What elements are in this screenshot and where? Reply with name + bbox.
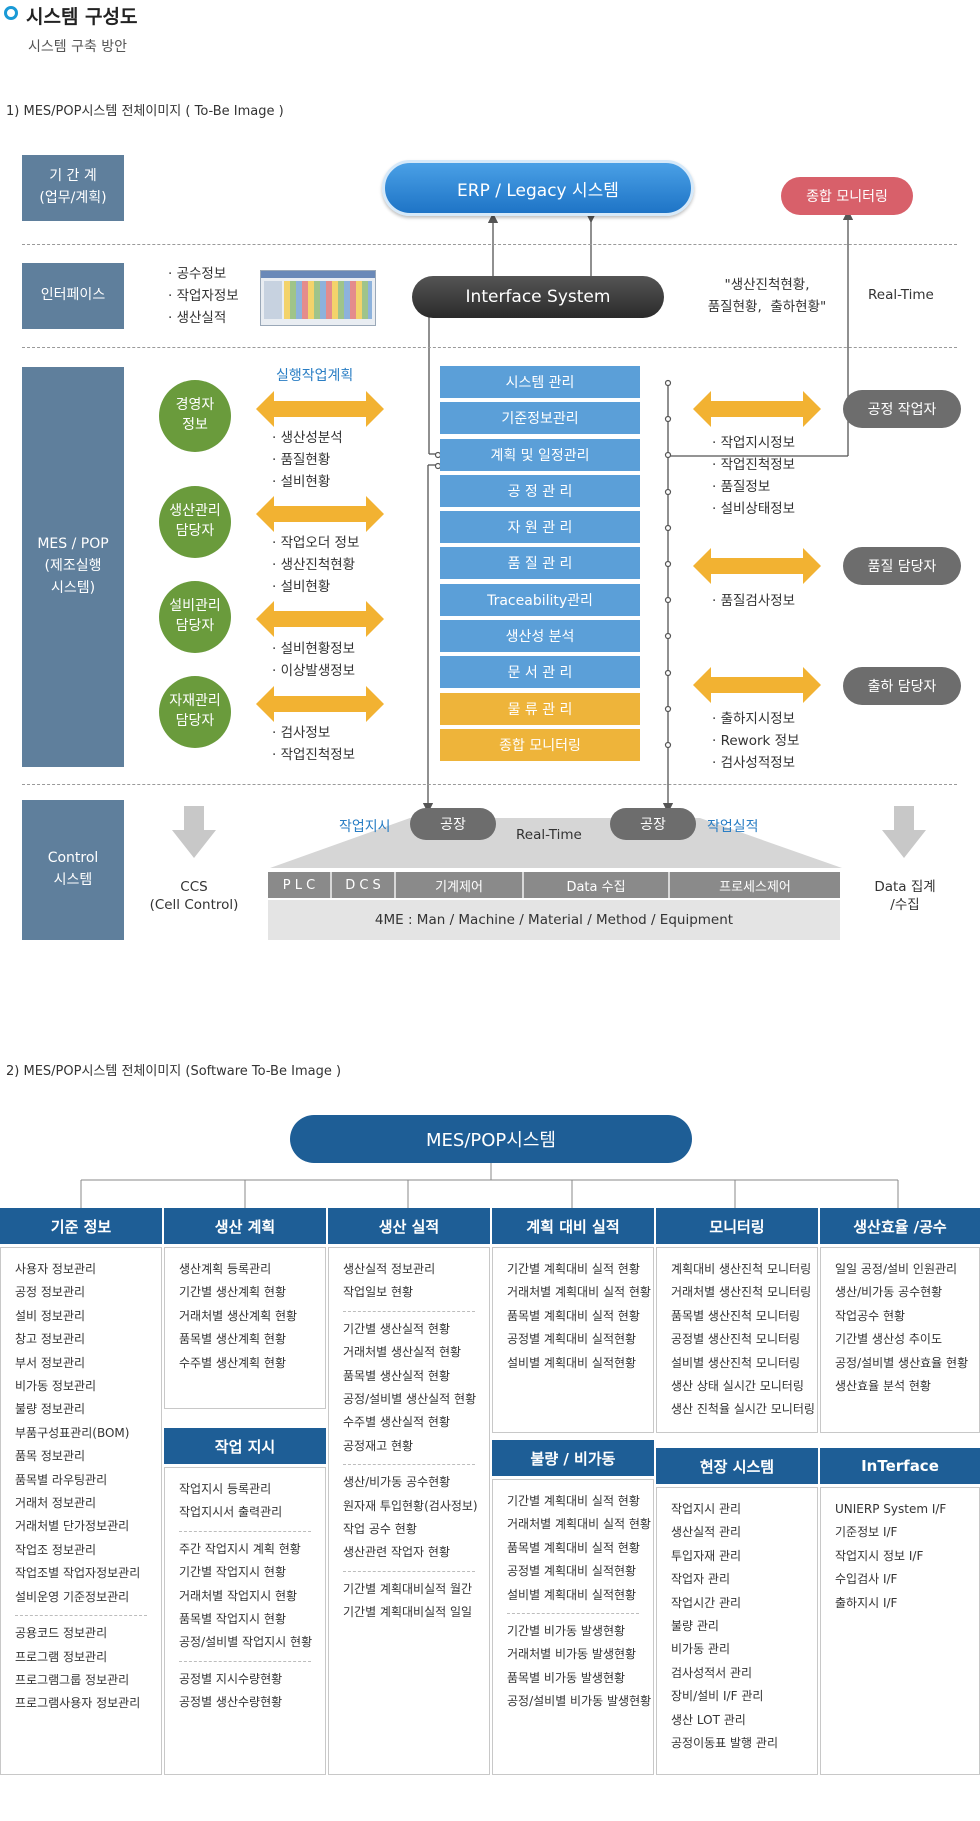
- arrow-left-4: [256, 686, 384, 722]
- cell-process-control: 프로세스제어: [670, 872, 840, 898]
- screen-thumbnail-image: [260, 270, 376, 326]
- col-efficiency-header: 생산효율 /공수: [820, 1208, 980, 1244]
- col-plan-vs-result-box: 기간별 계획대비 실적 현황 거래처별 계획대비 실적 현황 품목별 계획대비 …: [492, 1247, 654, 1433]
- col-master-data-box: 사용자 정보관리 공정 정보관리 설비 정보관리 창고 정보관리 부서 정보관리…: [0, 1247, 162, 1775]
- col-production-result-header: 생산 실적: [328, 1208, 490, 1244]
- module-resource: 자 원 관 리: [440, 511, 640, 543]
- module-system: 시스템 관리: [440, 366, 640, 398]
- work-result-label: 작업실적: [707, 819, 759, 835]
- role-equipment-manager: 설비관리 담당자: [159, 581, 231, 653]
- data-collect-label: Data 집계 /수집: [874, 879, 936, 913]
- plan-label: 실행작업계획: [276, 368, 354, 384]
- factory-pill-right: 공장: [610, 808, 696, 840]
- role-material-manager: 자재관리 담당자: [159, 676, 231, 748]
- col-interface-box: UNIERP System I/F 기준정보 I/F 작업지시 정보 I/F 수…: [820, 1487, 980, 1775]
- arrow-left-2: [256, 496, 384, 532]
- production-manager-items: · 작업오더 정보 · 생산진척현황 · 설비현황: [272, 535, 360, 595]
- layer-control: Control 시스템: [22, 800, 124, 940]
- col-monitoring-header: 모니터링: [656, 1208, 818, 1244]
- module-productivity: 생산성 분석: [440, 620, 640, 652]
- cell-dcs: D C S: [332, 872, 396, 898]
- col-production-result-box: 생산실적 정보관리 작업일보 현황 기간별 생산실적 현황 거래처별 생산실적 …: [328, 1247, 490, 1775]
- cell-machine-control: 기계제어: [396, 872, 524, 898]
- page-subtitle: 시스템 구축 방안: [28, 39, 128, 55]
- title-bullet-icon: [4, 6, 18, 20]
- role-process-worker: 공정 작업자: [843, 390, 961, 428]
- executive-items: · 생산성분석 · 품질현황 · 설비현황: [272, 430, 343, 490]
- realtime-top-label: Real-Time: [868, 287, 934, 303]
- col-monitoring-box: 계획대비 생산진척 모니터링 거래처별 생산진척 모니터링 품목별 생산진척 모…: [656, 1247, 818, 1433]
- col-defect-downtime-box: 기간별 계획대비 실적 현황 거래처별 계획대비 실적 현황 품목별 계획대비 …: [492, 1479, 654, 1775]
- module-logistics: 물 류 관 리: [440, 693, 640, 725]
- control-cells: P L C D C S 기계제어 Data 수집 프로세스제어: [268, 872, 840, 898]
- work-order-label: 작업지시: [339, 819, 391, 835]
- ccs-down-arrow: [172, 806, 216, 858]
- interface-system-pill: Interface System: [412, 276, 664, 318]
- erp-legacy-pill: ERP / Legacy 시스템: [382, 160, 694, 216]
- arrow-right-1: [693, 391, 821, 427]
- shipping-manager-items: · 출하지시정보 · Rework 정보 · 검사성적정보: [712, 711, 800, 771]
- col-interface-header: InTerface: [820, 1448, 980, 1484]
- module-master-data: 기준정보관리: [440, 402, 640, 434]
- module-monitoring: 종합 모니터링: [440, 729, 640, 761]
- cell-plc: P L C: [268, 872, 332, 898]
- col-work-order-box: 작업지시 등록관리 작업지시서 출력관리 주간 작업지시 계획 현황 기간별 작…: [164, 1467, 326, 1775]
- col-work-order-header: 작업 지시: [164, 1428, 326, 1464]
- module-planning: 계획 및 일정관리: [440, 439, 640, 471]
- col-production-plan-box: 생산계획 등록관리 기간별 생산계획 현황 거래처별 생산계획 현황 품목별 생…: [164, 1247, 326, 1409]
- page-title: 시스템 구성도: [26, 6, 138, 28]
- col-field-system-header: 현장 시스템: [656, 1448, 818, 1484]
- separator-1: [22, 244, 957, 245]
- realtime-bottom-label: Real-Time: [516, 827, 582, 843]
- col-plan-vs-result-header: 계획 대비 실적: [492, 1208, 654, 1244]
- separator-3: [22, 784, 957, 785]
- interface-items: · 공수정보 · 작업자정보 · 생산실적: [168, 266, 239, 326]
- mes-pop-root: MES/POP시스템: [290, 1115, 692, 1163]
- role-shipping-manager: 출하 담당자: [843, 667, 961, 705]
- section1-title: 1) MES/POP시스템 전체이미지 ( To-Be Image ): [6, 104, 284, 119]
- module-traceability: Traceability관리: [440, 584, 640, 616]
- quality-manager-items: · 품질검사정보: [712, 593, 796, 609]
- role-quality-manager: 품질 담당자: [843, 547, 961, 585]
- col-efficiency-box: 일일 공정/설비 인원관리 생산/비가동 공수현황 작업공수 현황 기간별 생산…: [820, 1247, 980, 1433]
- arrow-right-2: [693, 548, 821, 584]
- data-down-arrow: [882, 806, 926, 858]
- col-master-data-header: 기준 정보: [0, 1208, 162, 1244]
- module-document: 문 서 관 리: [440, 656, 640, 688]
- arrow-right-3: [693, 667, 821, 703]
- module-quality: 품 질 관 리: [440, 547, 640, 579]
- process-worker-items: · 작업지시정보 · 작업진척정보 · 품질정보 · 설비상태정보: [712, 435, 796, 517]
- equipment-manager-items: · 설비현황정보 · 이상발생정보: [272, 641, 356, 679]
- section2-title: 2) MES/POP시스템 전체이미지 (Software To-Be Imag…: [6, 1064, 342, 1079]
- role-executive: 경영자 정보: [159, 380, 231, 452]
- role-production-manager: 생산관리 담당자: [159, 486, 231, 558]
- arrow-left-1: [256, 391, 384, 427]
- ccs-label: CCS (Cell Control): [149, 879, 239, 913]
- layer-erp: 기 간 계 (업무/계획): [22, 155, 124, 221]
- interface-quote: "생산진척현황, 품질현황, 출하현황": [707, 277, 827, 315]
- 4me-bar: 4ME : Man / Machine / Material / Method …: [268, 900, 840, 940]
- col-defect-downtime-header: 불량 / 비가동: [492, 1440, 654, 1476]
- monitoring-pill: 종합 모니터링: [781, 177, 913, 215]
- col-production-plan-header: 생산 계획: [164, 1208, 326, 1244]
- separator-2: [22, 347, 957, 348]
- module-process: 공 정 관 리: [440, 475, 640, 507]
- col-field-system-box: 작업지시 관리 생산실적 관리 투입자재 관리 작업자 관리 작업시간 관리 불…: [656, 1487, 818, 1775]
- factory-pill-left: 공장: [410, 808, 496, 840]
- arrow-left-3: [256, 601, 384, 637]
- layer-mes-pop: MES / POP (제조실행 시스템): [22, 367, 124, 767]
- material-manager-items: · 검사정보 · 작업진척정보: [272, 725, 356, 763]
- cell-data-collect: Data 수집: [524, 872, 670, 898]
- layer-interface: 인터페이스: [22, 263, 124, 329]
- tree-connectors: [80, 1163, 899, 1208]
